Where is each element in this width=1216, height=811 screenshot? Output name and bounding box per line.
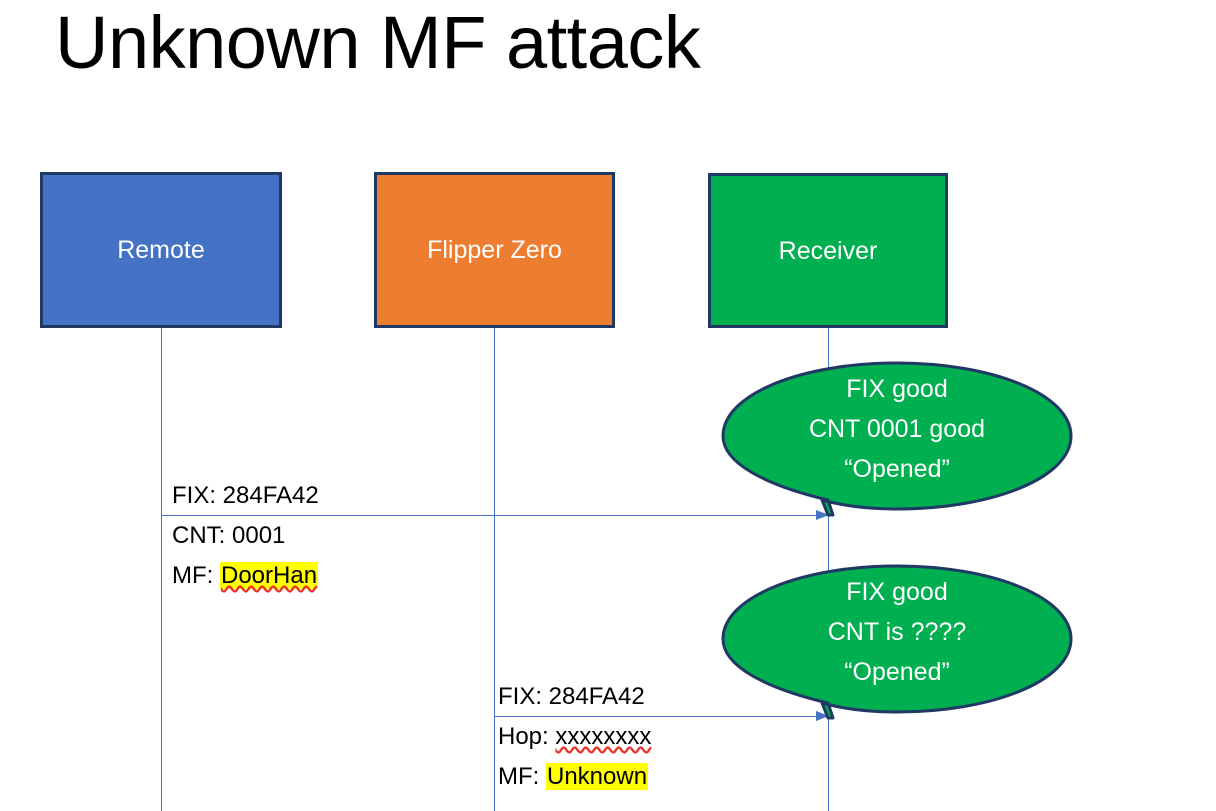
message-1-mf-value: DoorHan <box>220 562 319 589</box>
lifeline-receiver <box>828 328 829 811</box>
message-1-line-1: FIX: 284FA42 <box>172 482 319 509</box>
lane-box-receiver[interactable]: Receiver <box>708 173 948 328</box>
message-2-mf-prefix: MF: <box>498 763 546 790</box>
message-2-line-1: FIX: 284FA42 <box>498 683 645 710</box>
message-2-hop-prefix: Hop: <box>498 723 556 750</box>
message-1-mf-prefix: MF: <box>172 562 220 589</box>
lane-box-remote[interactable]: Remote <box>40 172 282 328</box>
lane-box-flipper[interactable]: Flipper Zero <box>374 172 615 328</box>
message-1-details: CNT: 0001 MF: DoorHan <box>172 516 319 596</box>
message-1-line-3: MF: DoorHan <box>172 556 319 596</box>
message-2-hop-value: xxxxxxxx <box>555 723 652 750</box>
speech-bubble-shape-2 <box>721 564 1073 720</box>
message-2-line-3: MF: Unknown <box>498 757 651 797</box>
lifeline-remote <box>161 328 162 811</box>
lane-label-receiver: Receiver <box>778 236 878 265</box>
message-2-mf-value: Unknown <box>546 763 649 790</box>
message-2-details: Hop: xxxxxxxx MF: Unknown <box>498 717 651 797</box>
message-2-line-2: Hop: xxxxxxxx <box>498 717 651 757</box>
lane-label-remote: Remote <box>117 236 205 264</box>
lane-label-flipper: Flipper Zero <box>427 236 562 264</box>
speech-bubble-shape-1 <box>721 361 1073 517</box>
speech-bubble-receiver-response-1[interactable]: FIX good CNT 0001 good “Opened” <box>720 360 1074 518</box>
message-arrow-remote-to-receiver <box>161 510 829 520</box>
message-arrow-flipper-to-receiver <box>494 711 829 721</box>
lifeline-flipper <box>494 328 495 811</box>
message-1-line-2: CNT: 0001 <box>172 522 286 549</box>
page-title: Unknown MF attack <box>55 1 701 84</box>
speech-bubble-receiver-response-2[interactable]: FIX good CNT is ???? “Opened” <box>720 563 1074 721</box>
